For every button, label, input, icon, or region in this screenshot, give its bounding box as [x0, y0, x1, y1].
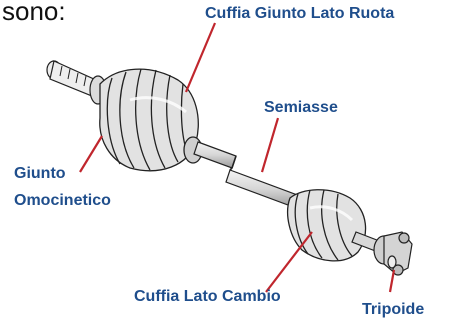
wheel-side-boot [100, 69, 202, 171]
label-cv-joint-line1: Giunto [14, 164, 66, 183]
label-axle-shaft: Semiasse [264, 98, 338, 117]
leader-axle-shaft [262, 118, 278, 172]
label-cv-joint-line2: Omocinetico [14, 191, 111, 210]
axle-shaft [194, 142, 300, 208]
leader-tripod [390, 270, 394, 292]
label-tripod: Tripoide [362, 300, 424, 319]
label-gearbox-boot: Cuffia Lato Cambio [134, 287, 281, 306]
leader-cv-joint [80, 136, 102, 172]
leader-wheel-boot [186, 23, 215, 92]
label-wheel-joint-boot: Cuffia Giunto Lato Ruota [205, 4, 394, 23]
leader-gearbox-boot [266, 232, 312, 292]
outer-stub-shaft [47, 61, 106, 104]
tripod-assembly [352, 232, 412, 275]
